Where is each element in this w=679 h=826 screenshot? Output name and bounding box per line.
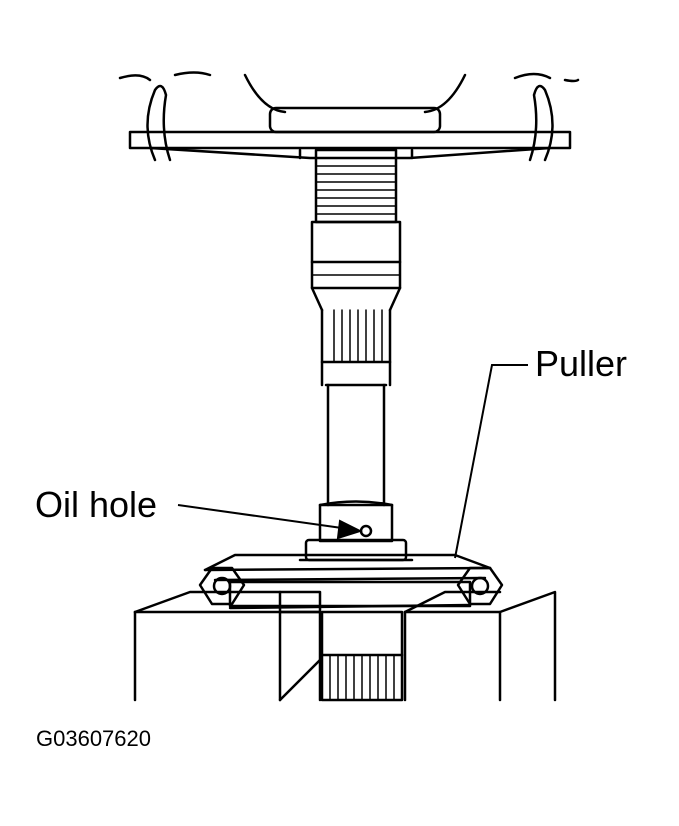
hook-arms bbox=[120, 73, 578, 161]
puller-label: Puller bbox=[535, 343, 628, 384]
oil-hole-leader bbox=[178, 505, 356, 530]
oil-hole-label: Oil hole bbox=[35, 484, 158, 525]
puller-leader bbox=[455, 365, 528, 558]
shaft-collar bbox=[300, 502, 412, 561]
figure-code: G03607620 bbox=[36, 726, 151, 751]
support-blocks bbox=[135, 592, 555, 700]
lower-spline bbox=[322, 612, 402, 700]
oil-hole-arrowhead bbox=[338, 521, 360, 538]
top-plate bbox=[130, 75, 570, 158]
puller-bar bbox=[200, 555, 502, 608]
main-shaft bbox=[312, 222, 400, 505]
